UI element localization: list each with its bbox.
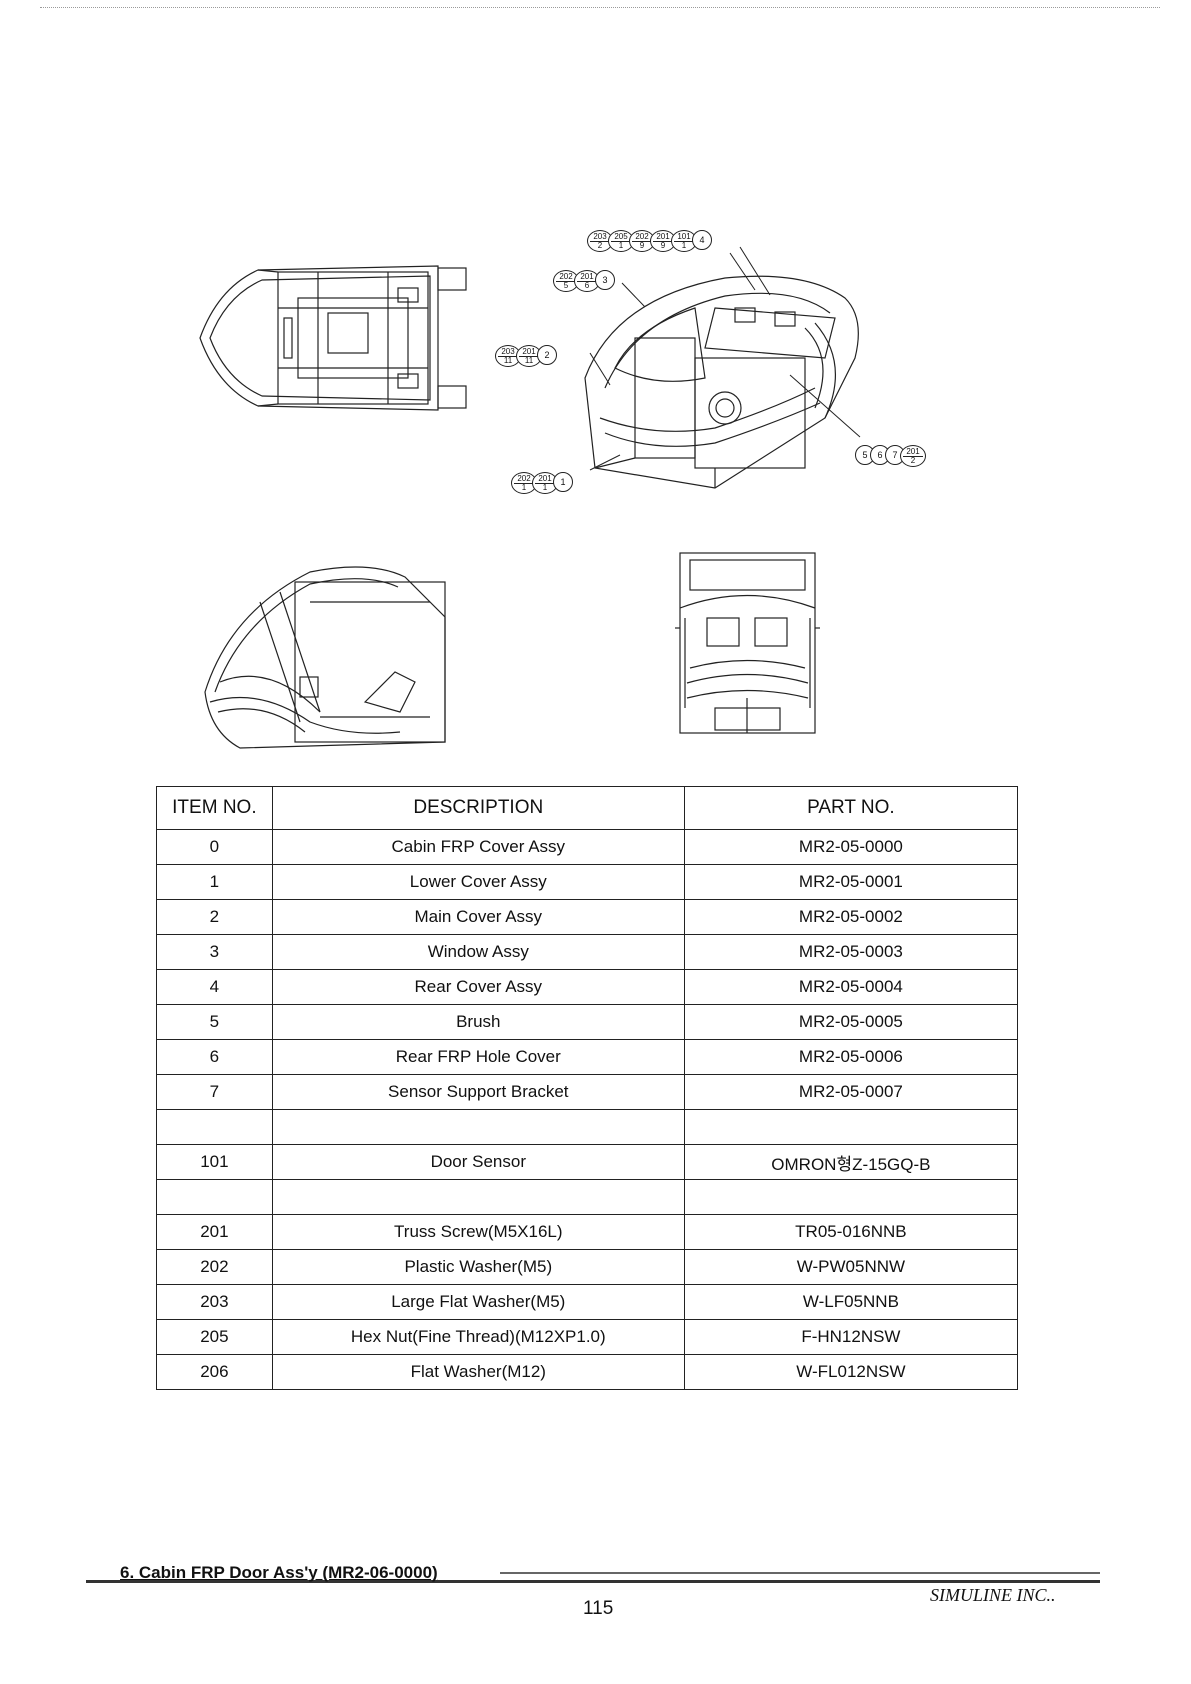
cell-part-no: MR2-05-0004	[683, 969, 1019, 1005]
cell-description: Door Sensor	[271, 1144, 685, 1180]
cell-item-no: 3	[156, 934, 273, 970]
cell-description: Rear FRP Hole Cover	[271, 1039, 685, 1075]
top-view-drawing	[198, 258, 468, 418]
cell-part-no: W-FL012NSW	[683, 1354, 1019, 1390]
cell-description: Window Assy	[271, 934, 685, 970]
header-description: DESCRIPTION	[271, 786, 685, 830]
cell-description	[271, 1109, 685, 1145]
cell-item-no: 2	[156, 899, 273, 935]
cell-description: Main Cover Assy	[271, 899, 685, 935]
cell-item-no: 4	[156, 969, 273, 1005]
cell-part-no: TR05-016NNB	[683, 1214, 1019, 1250]
header-part-no: PART NO.	[683, 786, 1019, 830]
cell-description: Flat Washer(M12)	[271, 1354, 685, 1390]
cell-description: Truss Screw(M5X16L)	[271, 1214, 685, 1250]
top-dotted-line	[40, 7, 1160, 8]
cell-part-no: MR2-05-0002	[683, 899, 1019, 935]
cell-item-no: 0	[156, 829, 273, 865]
cell-part-no	[683, 1179, 1019, 1215]
cell-item-no	[156, 1179, 273, 1215]
side-view-drawing	[200, 562, 450, 752]
cell-description: Sensor Support Bracket	[271, 1074, 685, 1110]
footer-section-title: 6. Cabin FRP Door Ass'y (MR2-06-0000)	[120, 1563, 438, 1582]
isometric-view-drawing	[575, 268, 875, 498]
company-name: SIMULINE INC..	[930, 1585, 1056, 1605]
cell-part-no: MR2-05-0006	[683, 1039, 1019, 1075]
cell-description: Cabin FRP Cover Assy	[271, 829, 685, 865]
footer-rule-upper	[500, 1572, 1100, 1574]
cell-description: Hex Nut(Fine Thread)(M12XP1.0)	[271, 1319, 685, 1355]
cell-description: Plastic Washer(M5)	[271, 1249, 685, 1285]
cell-part-no: MR2-05-0003	[683, 934, 1019, 970]
cell-description: Rear Cover Assy	[271, 969, 685, 1005]
cell-item-no: 1	[156, 864, 273, 900]
cell-part-no: MR2-05-0007	[683, 1074, 1019, 1110]
cell-part-no: F-HN12NSW	[683, 1319, 1019, 1355]
cell-item-no	[156, 1109, 273, 1145]
table-row-blank	[156, 1109, 1019, 1145]
table-header-row: ITEM NO. DESCRIPTION PART NO.	[156, 786, 1019, 830]
page-number: 115	[583, 1598, 614, 1619]
cell-item-no: 202	[156, 1249, 273, 1285]
cell-description: Brush	[271, 1004, 685, 1040]
cell-item-no: 203	[156, 1284, 273, 1320]
callout-bubble: 2	[537, 345, 557, 365]
cell-item-no: 205	[156, 1319, 273, 1355]
rear-view-drawing	[675, 548, 820, 738]
cell-part-no: MR2-05-0000	[683, 829, 1019, 865]
table-row-blank	[156, 1179, 1019, 1215]
cell-item-no: 201	[156, 1214, 273, 1250]
header-item-no: ITEM NO.	[156, 786, 273, 830]
cell-description	[271, 1179, 685, 1215]
cell-part-no: OMRON형Z-15GQ-B	[683, 1144, 1019, 1180]
cell-part-no: MR2-05-0001	[683, 864, 1019, 900]
footer-rule	[86, 1580, 1100, 1583]
cell-description: Lower Cover Assy	[271, 864, 685, 900]
callout-bubble: 1	[553, 472, 573, 492]
cell-item-no: 101	[156, 1144, 273, 1180]
callout-bubble: 4	[692, 230, 712, 250]
cell-part-no: W-LF05NNB	[683, 1284, 1019, 1320]
cell-item-no: 6	[156, 1039, 273, 1075]
cell-item-no: 206	[156, 1354, 273, 1390]
cell-part-no: MR2-05-0005	[683, 1004, 1019, 1040]
cell-description: Large Flat Washer(M5)	[271, 1284, 685, 1320]
cell-item-no: 5	[156, 1004, 273, 1040]
cell-item-no: 7	[156, 1074, 273, 1110]
cell-part-no	[683, 1109, 1019, 1145]
callout-bubble: 3	[595, 270, 615, 290]
cell-part-no: W-PW05NNW	[683, 1249, 1019, 1285]
leader-lines	[589, 246, 861, 471]
